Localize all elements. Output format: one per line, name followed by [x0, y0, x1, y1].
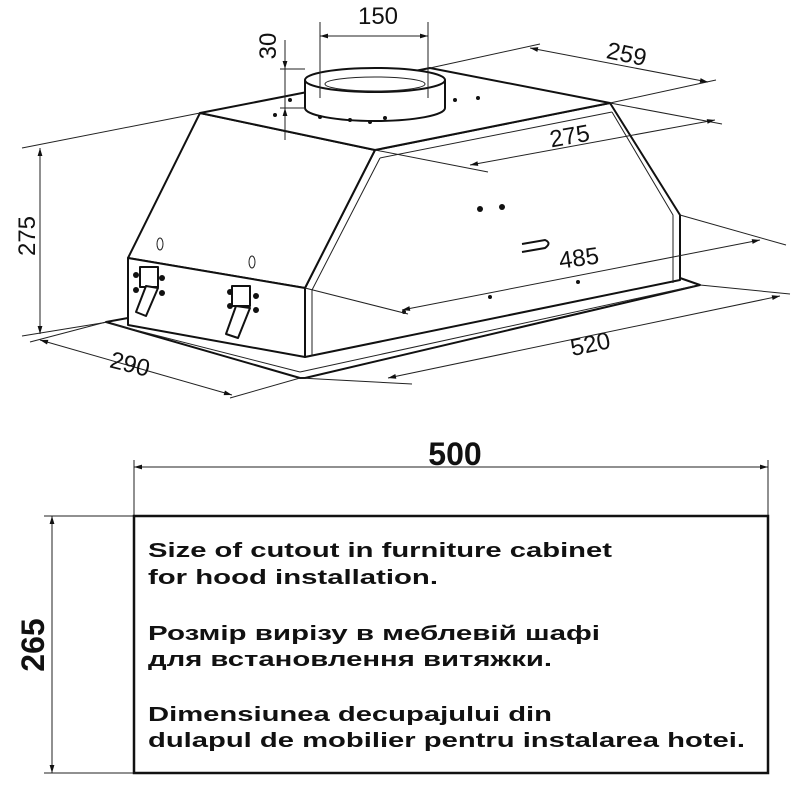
dim-top-depth: 259 [604, 37, 649, 72]
duct-collar [304, 67, 446, 122]
cutout-rectangle [132, 514, 770, 775]
dim-inner-length: 485 [557, 242, 600, 274]
cutout-width-label: 500 [428, 436, 481, 472]
note-uk-line1: Розмір вирізу в меблевій шафі [148, 623, 600, 645]
note-ro-line1: Dimensiunea decupajului din [148, 704, 552, 726]
dim-depth: 290 [107, 347, 152, 383]
note-uk-line2: для встановлення витяжки. [148, 649, 552, 671]
dim-duct-height: 30 [255, 33, 282, 60]
mounting-brackets [133, 266, 259, 339]
cutout-height-label: 265 [15, 618, 51, 671]
dim-duct-diameter: 150 [358, 3, 398, 30]
cutout-view: 500 265 Size of cutout in furniture cabi… [15, 436, 770, 775]
hood-front-box [127, 257, 306, 358]
dimension-lines [21, 22, 791, 399]
hood-isometric-view: 150 30 259 275 275 485 290 520 [14, 3, 791, 399]
note-en-line2: for hood installation. [148, 567, 438, 589]
dim-length: 520 [568, 327, 613, 362]
note-en-line1: Size of cutout in furniture cabinet [148, 540, 612, 562]
dim-height: 275 [14, 216, 41, 256]
note-ro-line2: dulapul de mobilier pentru instalarea ho… [148, 730, 745, 752]
